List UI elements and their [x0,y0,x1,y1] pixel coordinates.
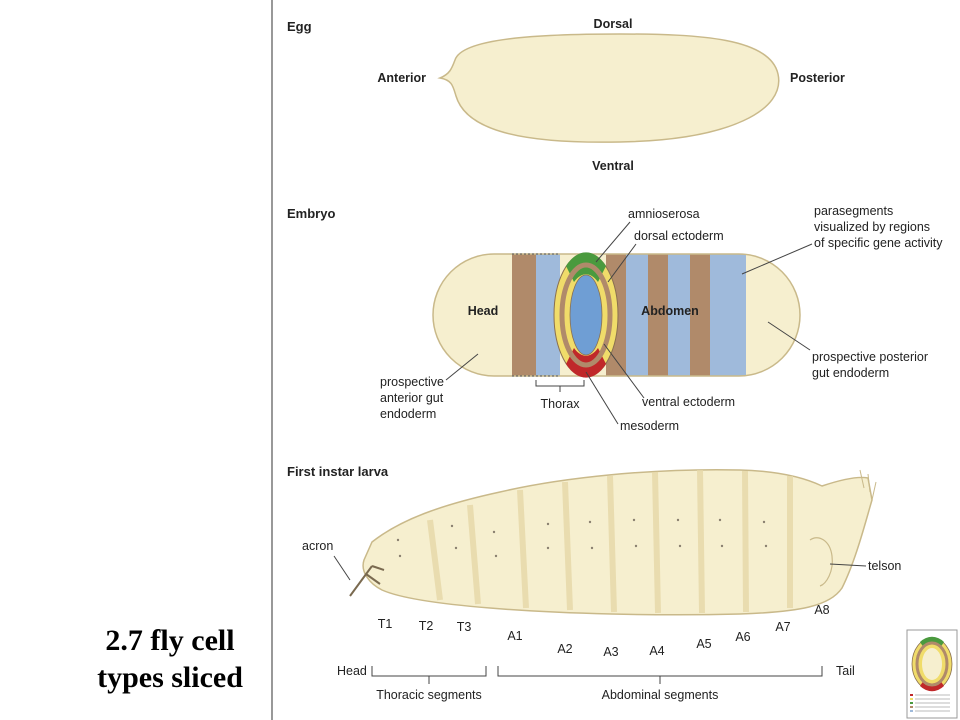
parasegments-leader [741,243,813,275]
larva-heading: First instar larva [287,464,389,479]
embryo-outline [432,253,801,377]
segment-label: T2 [419,619,434,633]
segment-label: T1 [378,617,393,631]
acron-leader [333,555,351,581]
abdominal-bracket [497,666,823,684]
segment-label: A4 [649,644,664,658]
segment-label: T3 [457,620,472,634]
segment-label: A5 [696,637,711,651]
ventral-ectoderm-leader [603,343,645,399]
thorax-bracket [535,380,585,392]
telson-leader [829,563,867,567]
ventral-ectoderm-label: ventral ectoderm [642,395,735,409]
cut-lines [512,253,560,377]
anterior-gut-label-3: endoderm [380,407,436,421]
dorsal-ectoderm-label: dorsal ectoderm [634,229,724,243]
egg-shape [437,33,780,143]
egg-panel: Egg Dorsal Ventral Anterior Posterior [287,17,845,173]
thumbnail-figure[interactable] [906,629,958,719]
anterior-gut-label-2: anterior gut [380,391,444,405]
parasegments-label-1: parasegments [814,204,893,218]
mouth-hooks [349,565,385,597]
egg-posterior-label: Posterior [790,71,845,85]
dorsal-ectoderm-region [559,262,613,368]
dorsal-ectoderm-leader [607,243,637,283]
larva-tail-label: Tail [836,664,855,678]
anterior-gut-leader [445,353,479,381]
telson-outline [809,537,833,587]
tail-spiracles [859,469,877,501]
cross-section-lumen [569,274,603,356]
thoracic-bracket [371,666,487,684]
thorax-label: Thorax [541,397,581,411]
larva-head-label: Head [337,664,367,678]
posterior-gut-label-2: gut endoderm [812,366,889,380]
anterior-gut-label-1: prospective [380,375,444,389]
slide-title-line2: types sliced [97,661,243,694]
embryo-heading: Embryo [287,206,335,221]
mesoderm-label: mesoderm [620,419,679,433]
egg-heading: Egg [287,19,312,34]
posterior-gut-label-1: prospective posterior [812,350,928,364]
parasegments-label-2: visualized by regions [814,220,930,234]
larva-segment-stripes [427,469,793,614]
egg-dorsal-label: Dorsal [594,17,633,31]
larva-denticles [396,518,768,558]
amnioserosa-label: amnioserosa [628,207,700,221]
segment-label: A6 [735,630,750,644]
egg-ventral-label: Ventral [592,159,634,173]
segment-label: A3 [603,645,618,659]
parasegments-label-3: of specific gene activity [814,236,943,250]
posterior-gut-leader [767,321,811,351]
acron-label: acron [302,539,333,553]
embryo-abdomen-label: Abdomen [641,304,699,318]
mesoderm-leader [585,371,619,425]
amnioserosa-leader [595,221,631,263]
slide-title: 2.7 fly cell types sliced [70,622,270,696]
segment-label: A2 [557,642,572,656]
thoracic-segments-label: Thoracic segments [376,688,482,702]
larva-panel: First instar larva [287,464,901,702]
segment-label: A7 [775,620,790,634]
segment-label: A8 [814,603,829,617]
embryo-head-label: Head [468,304,499,318]
cross-section-ring [553,252,619,378]
abdominal-segments-label: Abdominal segments [602,688,719,702]
telson-label: telson [868,559,901,573]
embryo-panel: Embryo Head Abdomen amnioserosa [287,204,943,433]
segment-label: A1 [507,629,522,643]
egg-anterior-label: Anterior [377,71,426,85]
slide-title-line1: 2.7 fly cell [105,624,235,657]
